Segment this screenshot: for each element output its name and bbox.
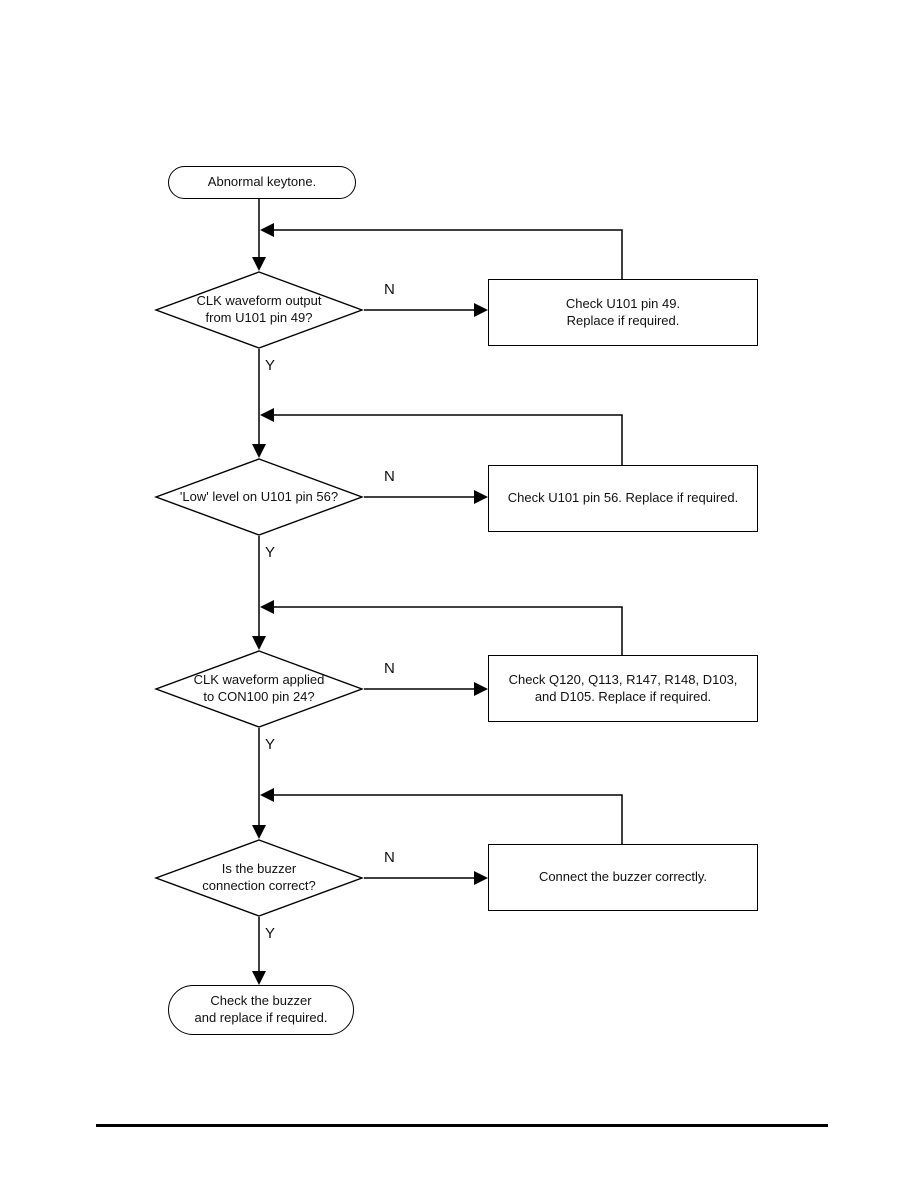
connector-loop-3 bbox=[263, 606, 623, 655]
decision-clk-con100-pin24: CLK waveform applied to CON100 pin 24? bbox=[154, 650, 364, 728]
decision-clk-output-u101-pin49: CLK waveform output from U101 pin 49? bbox=[154, 271, 364, 349]
yes-branch-label: Y bbox=[265, 736, 276, 753]
arrowhead-down-icon bbox=[252, 444, 266, 458]
arrowhead-right-icon bbox=[474, 490, 488, 504]
arrowhead-right-icon bbox=[474, 303, 488, 317]
arrowhead-left-icon bbox=[260, 408, 274, 422]
decision-question: CLK waveform applied to CON100 pin 24? bbox=[193, 672, 325, 704]
arrowhead-left-icon bbox=[260, 600, 274, 614]
action-check-components: Check Q120, Q113, R147, R148, D103, and … bbox=[488, 655, 758, 722]
diamond-shape-icon bbox=[154, 650, 364, 728]
decision-buzzer-connection: Is the buzzer connection correct? bbox=[154, 839, 364, 917]
no-branch-label: N bbox=[384, 281, 395, 298]
arrowhead-down-icon bbox=[252, 825, 266, 839]
arrowhead-down-icon bbox=[252, 971, 266, 985]
action-text: Check U101 pin 56. Replace if required. bbox=[507, 490, 739, 506]
connector-loop-4 bbox=[263, 794, 623, 844]
end-node: Check the buzzer and replace if required… bbox=[168, 985, 354, 1035]
decision-question: CLK waveform output from U101 pin 49? bbox=[196, 293, 322, 325]
end-node-label: Check the buzzer and replace if required… bbox=[194, 993, 328, 1025]
action-text: Check U101 pin 49. Replace if required. bbox=[565, 295, 681, 328]
decision-question: Is the buzzer connection correct? bbox=[202, 861, 316, 893]
arrowhead-down-icon bbox=[252, 636, 266, 650]
no-branch-label: N bbox=[384, 849, 395, 866]
diamond-shape-icon bbox=[154, 839, 364, 917]
arrowhead-down-icon bbox=[252, 257, 266, 271]
no-branch-label: N bbox=[384, 468, 395, 485]
action-connect-buzzer: Connect the buzzer correctly. bbox=[488, 844, 758, 911]
arrowhead-left-icon bbox=[260, 223, 274, 237]
yes-branch-label: Y bbox=[265, 357, 276, 374]
diamond-shape-icon bbox=[154, 271, 364, 349]
yes-branch-label: Y bbox=[265, 544, 276, 561]
arrowhead-left-icon bbox=[260, 788, 274, 802]
yes-branch-label: Y bbox=[265, 925, 276, 942]
action-text: Connect the buzzer correctly. bbox=[538, 869, 708, 885]
decision-low-level-u101-pin56: 'Low' level on U101 pin 56? bbox=[154, 458, 364, 536]
action-check-u101-pin49: Check U101 pin 49. Replace if required. bbox=[488, 279, 758, 346]
start-node: Abnormal keytone. bbox=[168, 166, 356, 199]
footer-rule bbox=[96, 1124, 828, 1127]
action-text: Check Q120, Q113, R147, R148, D103, and … bbox=[508, 671, 738, 704]
start-node-label: Abnormal keytone. bbox=[207, 174, 317, 190]
action-check-u101-pin56: Check U101 pin 56. Replace if required. bbox=[488, 465, 758, 532]
arrowhead-right-icon bbox=[474, 682, 488, 696]
decision-question: 'Low' level on U101 pin 56? bbox=[179, 488, 339, 504]
connector-loop-1 bbox=[263, 229, 623, 279]
diamond-shape-icon bbox=[154, 458, 364, 536]
arrowhead-right-icon bbox=[474, 871, 488, 885]
connector-loop-2 bbox=[263, 414, 623, 465]
no-branch-label: N bbox=[384, 660, 395, 677]
